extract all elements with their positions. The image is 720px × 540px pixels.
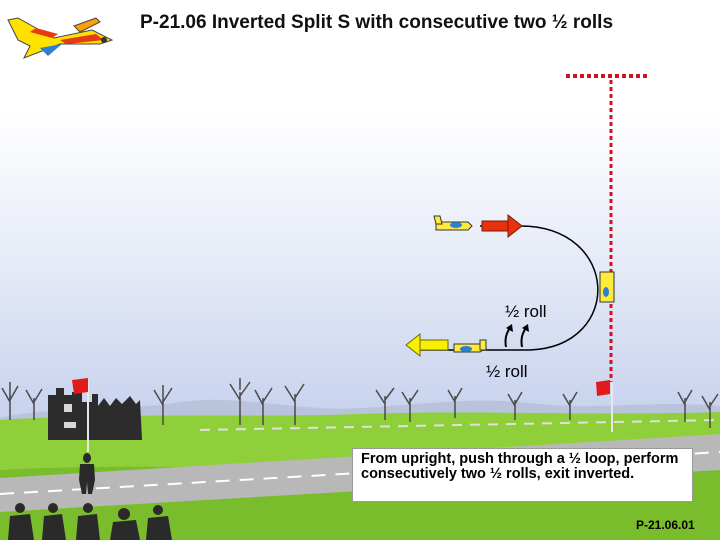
roll-label-first: ½ roll [505, 302, 547, 321]
figure-title: P-21.06 Inverted Split S with consecutiv… [140, 12, 614, 33]
roll-mark-2-head [522, 324, 529, 332]
airplane-logo-icon [7, 17, 114, 59]
tree-icon [1, 378, 719, 428]
entry-arrow [481, 213, 523, 239]
roll-label-second: ½ roll [486, 362, 528, 381]
roll-mark-1-head [506, 324, 513, 332]
airplane-exit-icon [453, 339, 487, 353]
judge-icon [8, 453, 172, 540]
roll-mark-1 [504, 327, 511, 348]
airplane-vertical-icon [599, 271, 615, 303]
building-icon [48, 388, 142, 440]
airplane-entry-icon [433, 215, 473, 231]
left-flag-icon [72, 378, 89, 452]
right-flag-icon [596, 380, 613, 432]
exit-arrow [405, 332, 449, 358]
description-text: From upright, push through a ½ loop, per… [361, 451, 679, 482]
roll-mark-2 [520, 327, 527, 348]
description-box: From upright, push through a ½ loop, per… [352, 448, 693, 502]
runway-far-edge [199, 419, 720, 431]
figure-code: P-21.06.01 [636, 518, 695, 532]
half-loop-path [420, 225, 599, 351]
